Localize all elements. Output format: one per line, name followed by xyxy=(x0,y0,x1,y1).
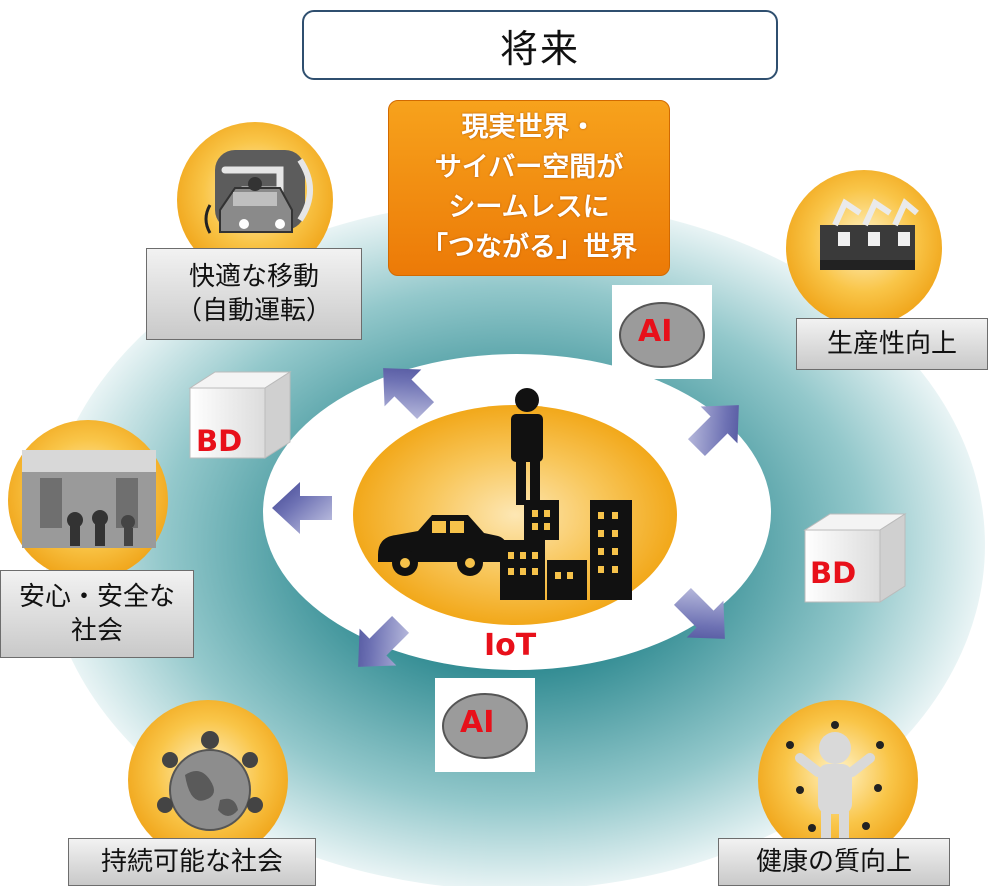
title-text: 将来 xyxy=(499,26,580,71)
label-safety: 安心・安全な 社会 xyxy=(0,570,194,658)
message-line-4: 「つながる」世界 xyxy=(421,232,637,263)
label-productivity: 生産性向上 xyxy=(796,318,988,370)
label-sustainable: 持続可能な社会 xyxy=(68,838,316,886)
label-safety-line-1: 安心・安全な xyxy=(18,582,175,612)
bd-label-left: BD xyxy=(196,424,243,458)
message-line-3: シームレスに xyxy=(448,192,610,223)
center-message-box: 現実世界・ サイバー空間が シームレスに 「つながる」世界 xyxy=(388,100,670,276)
self-driving-car-icon xyxy=(204,150,313,234)
arrow-icon-lower-left xyxy=(358,615,410,667)
label-mobility: 快適な移動 （自動運転） xyxy=(146,248,362,340)
label-safety-line-2: 社会 xyxy=(70,616,123,646)
healthy-person-icon xyxy=(786,721,884,843)
arrow-icon-upper-left xyxy=(383,368,435,420)
label-mobility-line-2: （自動運転） xyxy=(175,296,332,326)
ai-label-bottom: AI xyxy=(460,705,495,740)
factory-robots-icon xyxy=(820,198,919,270)
arrow-icon-left xyxy=(272,482,332,534)
brain-icon-top xyxy=(619,302,705,368)
label-sustainable-text: 持続可能な社会 xyxy=(100,847,283,877)
buildings-icon xyxy=(500,500,632,600)
message-line-2: サイバー空間が xyxy=(434,152,624,183)
city-street-icon xyxy=(22,450,156,548)
arrow-icon-lower-right xyxy=(673,587,725,639)
brain-icon-bottom xyxy=(442,693,528,759)
arrow-icon-upper-right xyxy=(687,405,739,457)
message-line-1: 現実世界・ xyxy=(461,112,597,143)
car-icon xyxy=(378,515,508,576)
ai-label-top: AI xyxy=(638,314,673,349)
bigdata-cubes-right xyxy=(803,513,907,603)
bd-label-right: BD xyxy=(810,556,857,590)
iot-label: IoT xyxy=(484,628,537,663)
label-health-text: 健康の質向上 xyxy=(755,847,912,877)
globe-icon xyxy=(157,731,263,831)
person-icon xyxy=(511,388,543,505)
label-productivity-text: 生産性向上 xyxy=(826,329,957,359)
title-box: 将来 xyxy=(302,10,778,80)
label-health: 健康の質向上 xyxy=(718,838,950,886)
label-mobility-line-1: 快適な移動 xyxy=(188,262,319,292)
bigdata-cubes-left xyxy=(188,371,292,459)
